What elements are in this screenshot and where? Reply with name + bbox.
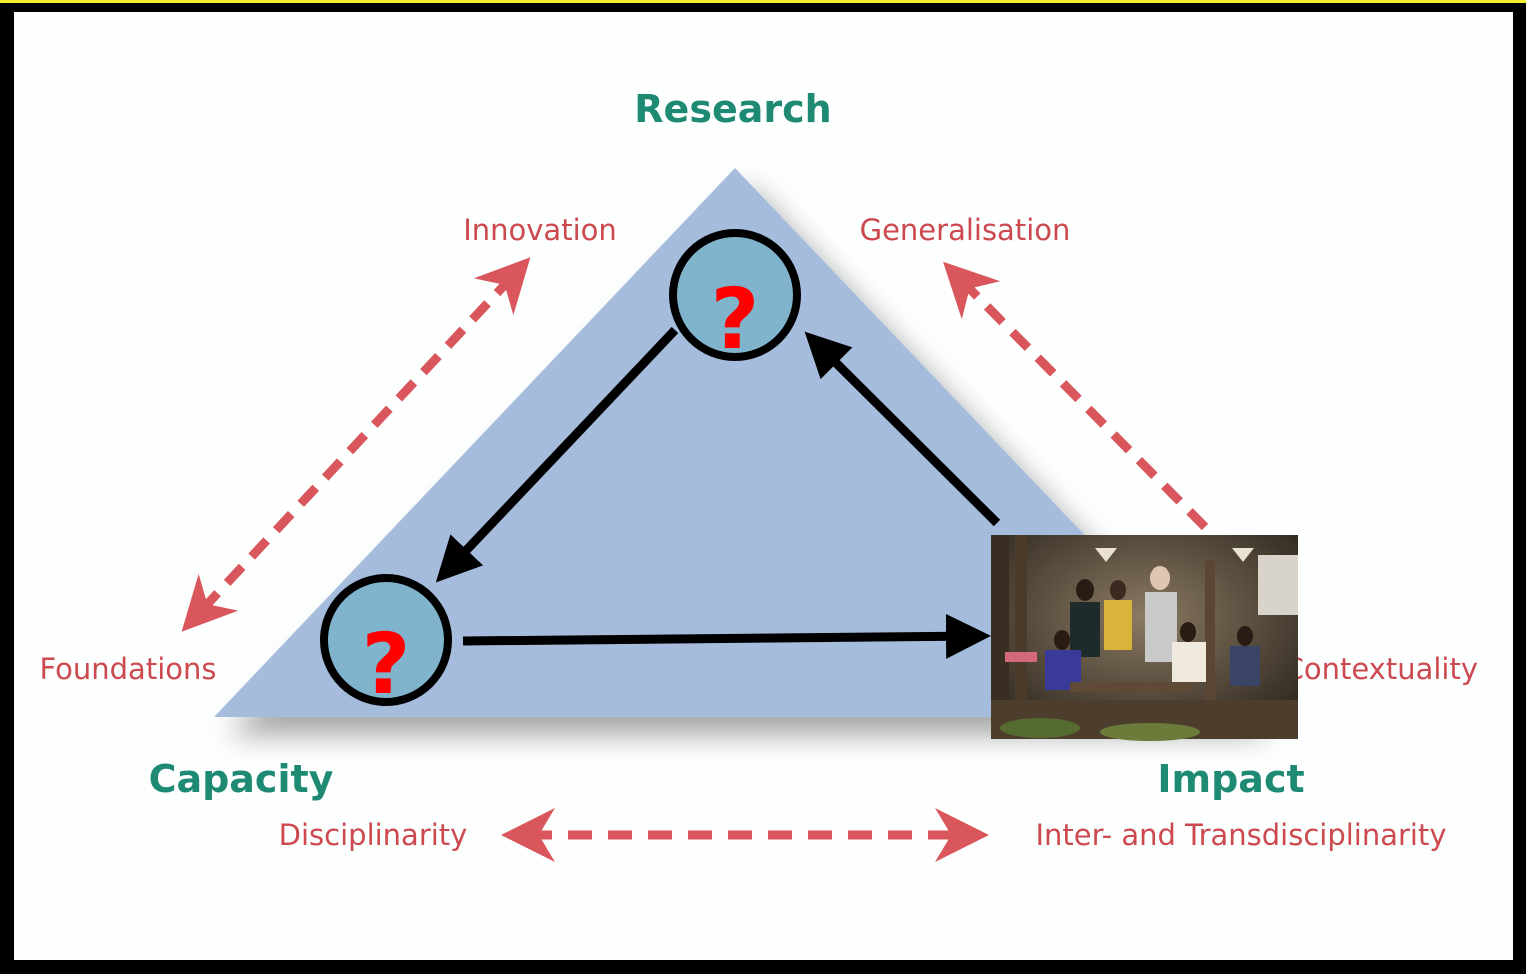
yellow-edge [0,0,1526,3]
corner-label-capacity: Capacity [149,757,334,801]
corner-label-research: Research [634,87,831,131]
side-label-disciplinarity: Disciplinarity [279,818,468,852]
dashed-arrow-innovation-foundations [181,257,531,632]
cycle-arrow-impact-to-research [804,331,1001,527]
side-label-innovation: Innovation [463,213,617,247]
cycle-arrow-capacity-to-impact [462,613,991,659]
corner-label-impact: Impact [1157,757,1304,801]
side-label-generalisation: Generalisation [860,213,1071,247]
side-label-contextuality: Contextuality [1284,652,1478,686]
cycle-arrow-research-to-capacity [435,326,679,583]
research-question-mark: ? [711,270,760,368]
research-question-circle [669,229,801,361]
dashed-arrow-generalisation [943,261,1209,531]
side-label-foundations: Foundations [40,652,217,686]
impact-photo [991,535,1298,741]
capacity-question-marker: ? [320,574,452,713]
research-question-marker: ? [669,229,801,368]
side-label-transdisciplinarity: Inter- and Transdisciplinarity [1035,818,1446,852]
capacity-question-mark: ? [362,615,411,713]
capacity-question-circle [320,574,452,706]
